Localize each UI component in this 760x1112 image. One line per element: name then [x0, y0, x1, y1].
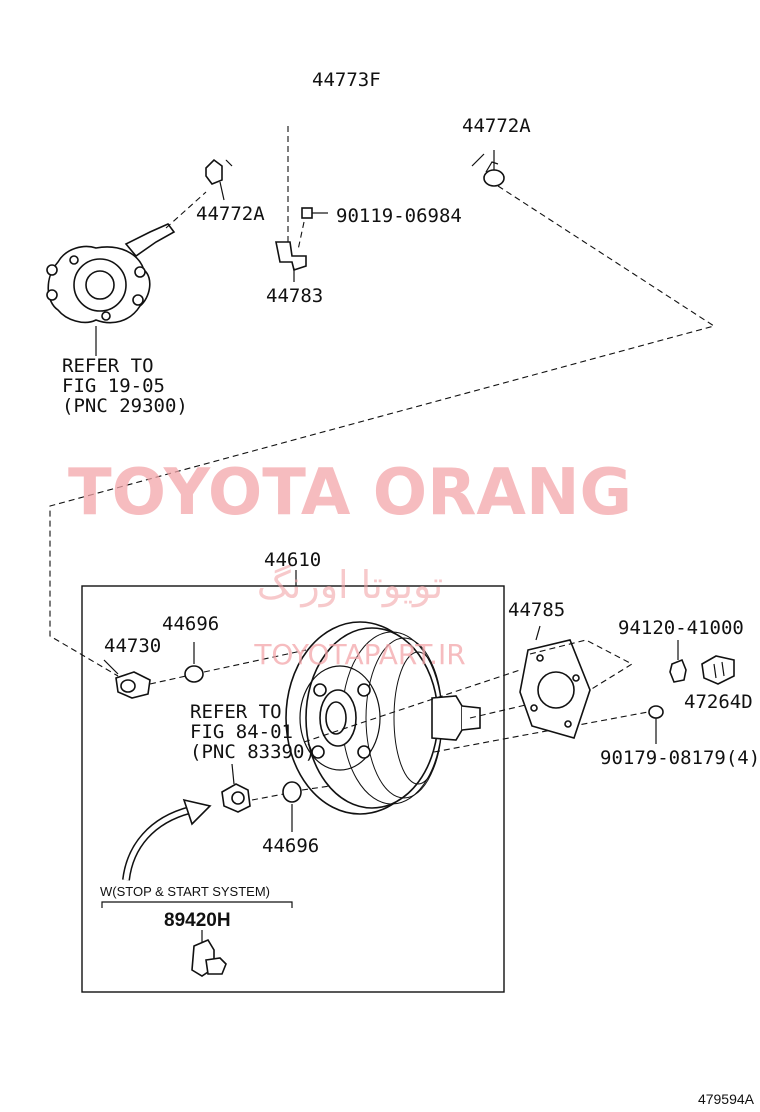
nut-top — [669, 640, 687, 683]
illustration-id: 479594A — [698, 1091, 755, 1107]
label-grommet-bottom: 44696 — [262, 835, 319, 857]
sensor-bracket-right — [701, 655, 735, 685]
check-valve — [103, 659, 151, 699]
watermark-persian: تویوتا اورنگ — [257, 563, 444, 608]
condition-label: W(STOP & START SYSTEM) — [100, 884, 270, 899]
ref-pump-line2: FIG 19-05 — [62, 375, 165, 397]
label-clip-right: 44772A — [462, 115, 531, 137]
label-grommet-top: 44696 — [162, 613, 219, 635]
label-check-valve: 44730 — [104, 635, 161, 657]
label-gasket: 44785 — [508, 599, 565, 621]
label-booster: 44610 — [264, 549, 321, 571]
vacuum-sensor-mounted — [221, 763, 251, 813]
label-nut-top: 94120-41000 — [618, 617, 744, 639]
label-bracket: 44783 — [266, 285, 323, 307]
label-sensor-right: 47264D — [684, 691, 753, 713]
nut-bottom — [648, 705, 664, 744]
label-bolt: 90119-06984 — [336, 205, 462, 227]
ref-sensor-line3: (PNC 83390) — [190, 741, 316, 763]
ref-sensor-line2: FIG 84-01 — [190, 721, 293, 743]
assembly-frame — [81, 585, 505, 993]
grommet-top — [184, 642, 204, 683]
label-vacuum-sensor: 89420H — [164, 910, 231, 931]
vacuum-hose — [221, 108, 485, 167]
gasket — [519, 625, 634, 739]
label-clip-left: 44772A — [196, 203, 265, 225]
vacuum-sensor-option — [191, 930, 227, 977]
condition-bracket — [101, 901, 293, 908]
ref-pump-line1: REFER TO — [62, 355, 154, 377]
hose-clip-right — [483, 150, 505, 187]
watermark-site: TOYOTAPART.IR — [253, 638, 465, 671]
grommet-bottom — [282, 781, 302, 832]
label-hose: 44773F — [312, 69, 381, 91]
option-arrow — [122, 798, 212, 881]
watermark-main: TOYOTA ORANG — [68, 456, 632, 530]
label-nut-bottom: 90179-08179(4) — [600, 747, 760, 769]
ref-sensor-line1: REFER TO — [190, 701, 282, 723]
bolt — [301, 207, 328, 219]
brake-booster — [285, 621, 481, 815]
ref-pump-line3: (PNC 29300) — [62, 395, 188, 417]
hose-bracket — [275, 241, 307, 282]
hose-clip-left — [205, 158, 225, 201]
vacuum-pump — [46, 223, 176, 356]
